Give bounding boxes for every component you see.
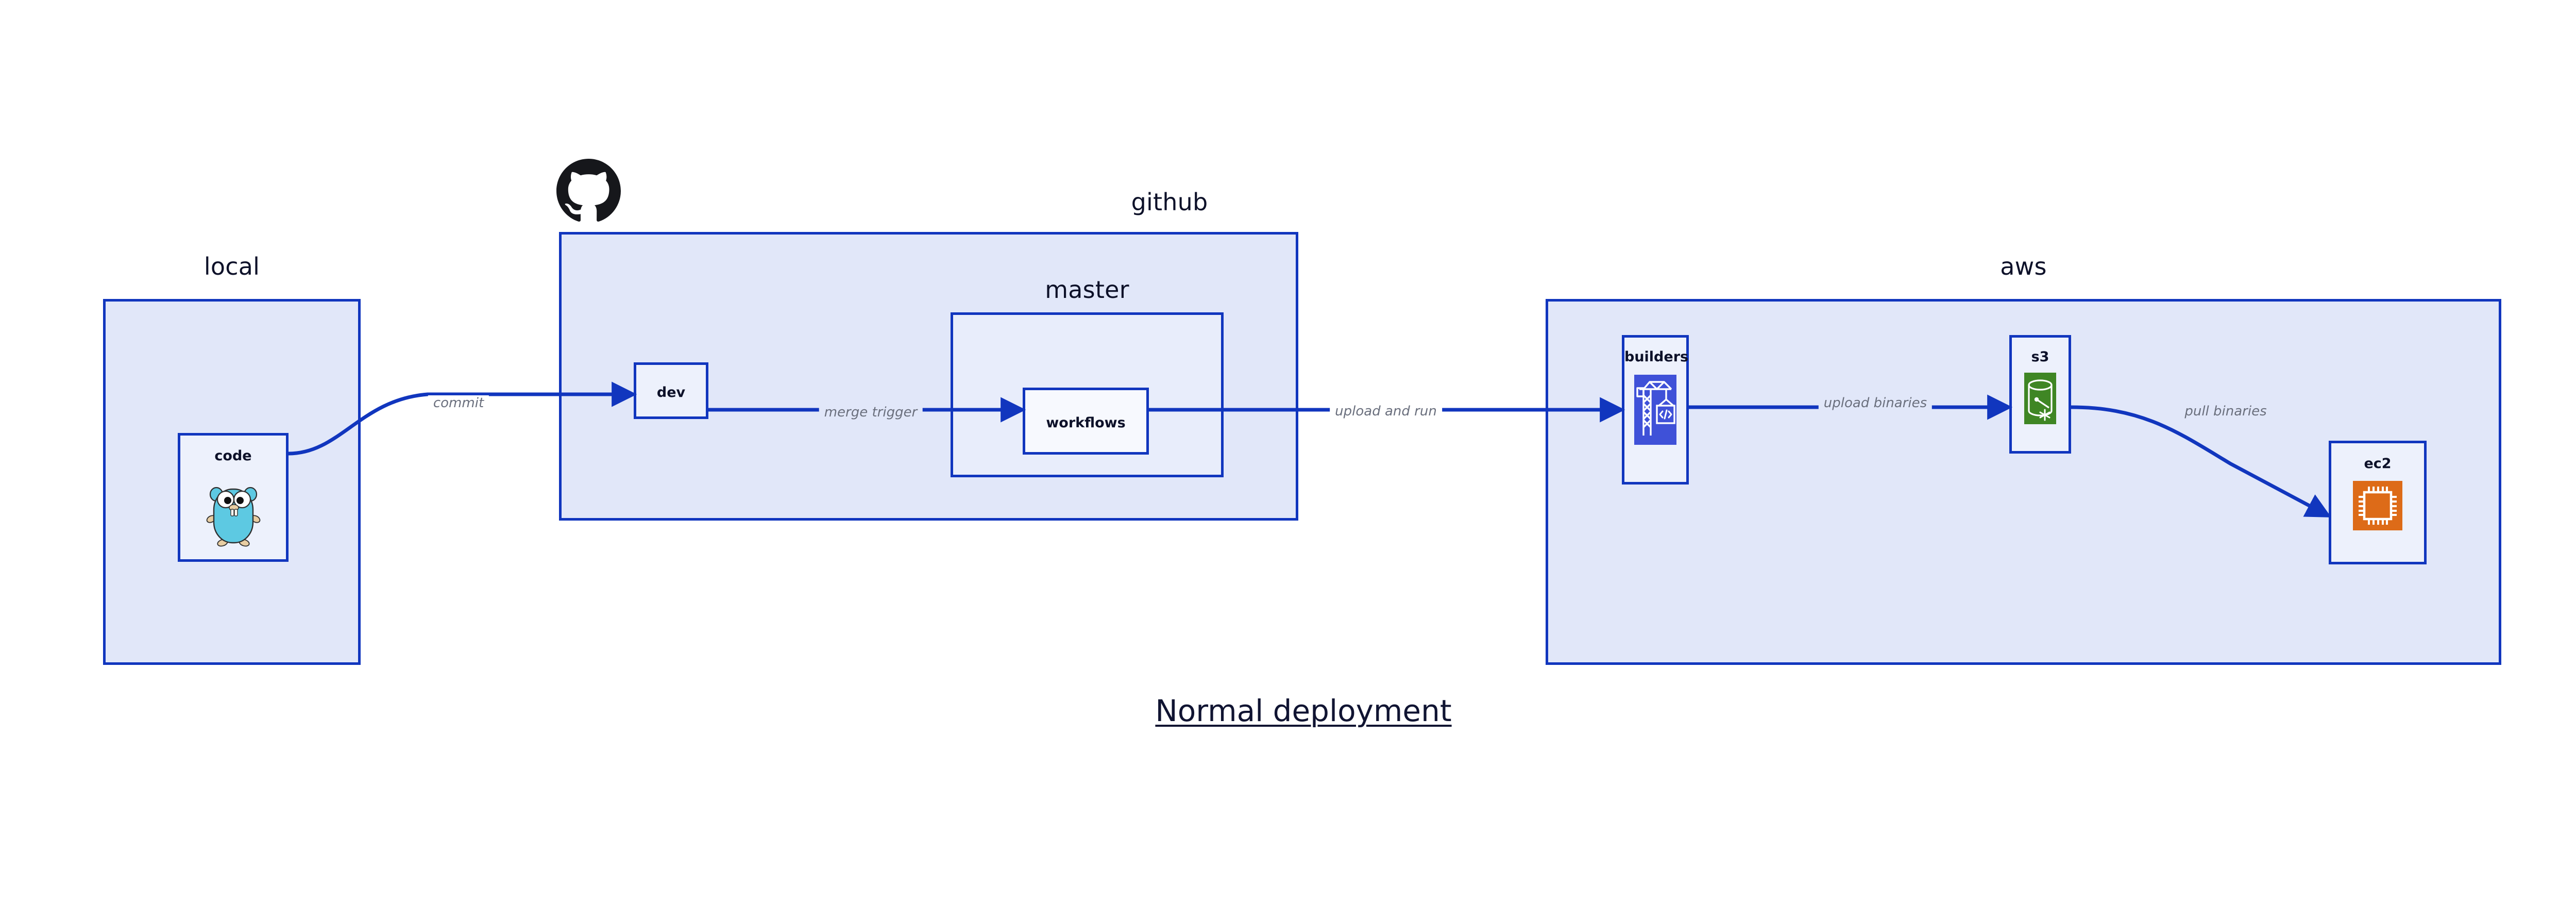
aws-crane-icon	[1634, 375, 1676, 445]
node-ec2[interactable]: ec2	[2329, 441, 2427, 564]
go-gopher-icon	[205, 481, 262, 547]
cluster-local-label: local	[204, 253, 260, 280]
node-workflows-label: workflows	[1046, 415, 1126, 431]
github-octocat-logo	[556, 159, 621, 223]
edge-label-upload-binaries: upload binaries	[1818, 395, 1933, 411]
node-ec2-label: ec2	[2364, 456, 2392, 472]
node-code[interactable]: code	[178, 433, 289, 562]
node-code-label: code	[214, 448, 252, 464]
node-workflows[interactable]: workflows	[1023, 388, 1149, 455]
node-s3-label: s3	[2031, 349, 2049, 365]
cluster-aws-label: aws	[2000, 253, 2047, 280]
cluster-github-label: github	[1131, 188, 1208, 216]
aws-ec2-chip-icon	[2353, 481, 2402, 530]
aws-s3-bucket-icon	[2024, 373, 2056, 424]
node-dev-label: dev	[656, 385, 686, 400]
edge-label-merge-trigger: merge trigger	[819, 405, 923, 420]
diagram-title: Normal deployment	[1155, 693, 1452, 728]
edge-label-upload-and-run: upload and run	[1330, 404, 1442, 419]
edge-label-commit: commit	[428, 395, 489, 411]
node-builders-label: builders	[1624, 349, 1689, 365]
cluster-master-label: master	[1045, 276, 1129, 304]
node-builders[interactable]: builders	[1622, 335, 1689, 485]
edge-label-pull-binaries: pull binaries	[2179, 404, 2272, 419]
node-dev[interactable]: dev	[634, 362, 708, 419]
node-s3[interactable]: s3	[2009, 335, 2071, 454]
